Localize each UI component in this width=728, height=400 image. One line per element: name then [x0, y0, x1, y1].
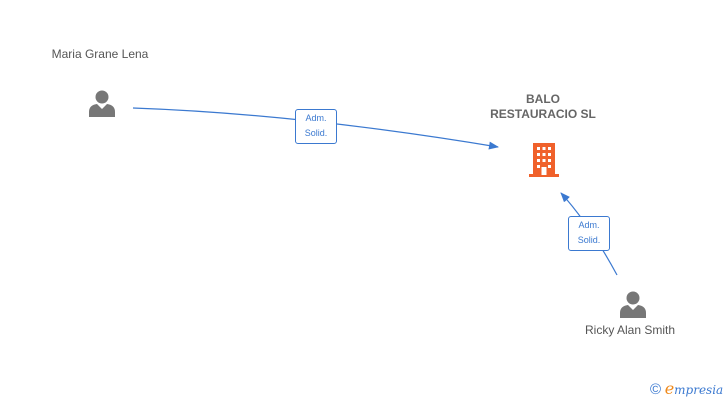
edge-label-line2: Solid. [577, 235, 601, 245]
copyright-icon: © [650, 381, 662, 398]
edge-label-line1: Adm. [305, 113, 327, 123]
person-icon[interactable] [87, 88, 117, 118]
edge-label-line2: Solid. [304, 128, 328, 138]
edge-label-ricky-balo: Adm. Solid. [568, 216, 610, 251]
company-name-balo[interactable]: BALO RESTAURACIO SL [490, 92, 596, 121]
person-name-ricky[interactable]: Ricky Alan Smith [584, 323, 676, 337]
person-icon[interactable] [618, 289, 648, 319]
edge-label-maria-balo: Adm. Solid. [295, 109, 337, 144]
empresia-logo[interactable]: © empresia [650, 379, 723, 399]
company-building-icon[interactable] [528, 142, 560, 178]
logo-letter-e: e [664, 379, 675, 398]
person-name-maria[interactable]: Maria Grane Lena [51, 47, 149, 61]
logo-text: mpresia [674, 383, 724, 397]
edge-label-line1: Adm. [578, 220, 600, 230]
